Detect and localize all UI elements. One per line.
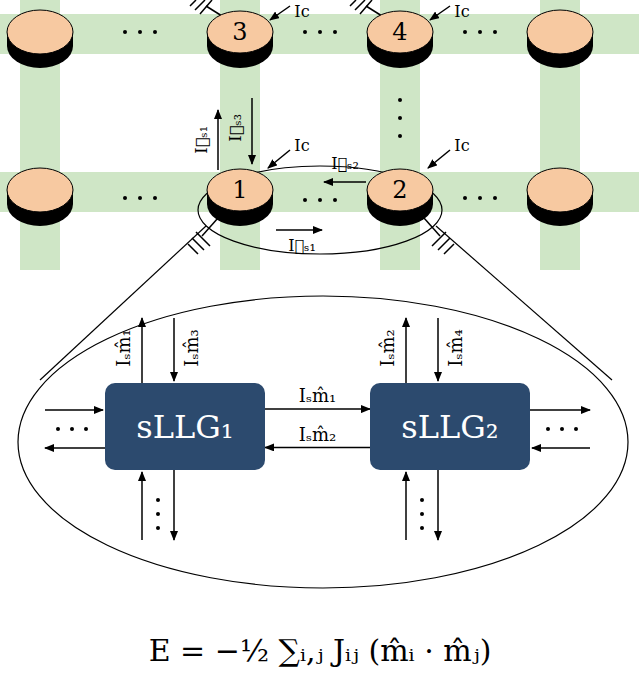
green-band	[0, 0, 639, 270]
sllg-block: sLLG₂	[370, 383, 530, 470]
signal-label: Ic	[294, 137, 309, 155]
connector-label: Iₛm̂₁	[299, 386, 336, 406]
signal-connector	[265, 408, 370, 410]
signal-label: Ic	[454, 3, 469, 21]
signal-label: Iₛm̂₄	[446, 329, 466, 366]
block-label: sLLG₂	[401, 408, 498, 446]
signal-label: Ic	[454, 137, 469, 155]
energy-equation: E = −½ ∑ᵢ,ⱼ Jᵢⱼ (m̂ᵢ · m̂ⱼ)	[149, 634, 492, 667]
node-number: 4	[366, 10, 434, 54]
magnet	[527, 168, 593, 226]
block-label: sLLG₁	[136, 408, 233, 446]
magnet	[527, 10, 593, 68]
ellipsis-dots	[123, 30, 497, 202]
signal-label: I⃗ₛ₁	[193, 126, 211, 154]
connector-label: Iₛm̂₂	[299, 425, 336, 445]
magnet-cylinder: 1	[206, 168, 274, 228]
magnet-cylinder: 3	[206, 10, 274, 70]
magnet	[7, 168, 73, 226]
zoom-outline	[18, 166, 628, 588]
sllg-block: sLLG₁	[105, 383, 265, 470]
magnet	[7, 10, 73, 68]
magnet-cylinder: 2	[366, 168, 434, 228]
signal-arrow	[45, 318, 590, 540]
signal-label: I⃗ₛ₁	[288, 237, 316, 255]
ground-symbol	[188, 0, 454, 254]
signal-label: I⃗ₛ₃	[227, 114, 245, 142]
signal-label: Iₛm̂₁	[114, 329, 134, 366]
node-number: 2	[366, 168, 434, 212]
node-number: 3	[206, 10, 274, 54]
signal-label: I⃗ₛ₂	[331, 155, 359, 173]
node-number: 1	[206, 168, 274, 212]
signal-label: Iₛm̂₂	[378, 329, 398, 366]
signal-label: Iₛm̂₃	[182, 329, 202, 366]
signal-connector	[265, 447, 370, 449]
signal-label: Ic	[294, 3, 309, 21]
magnet-cylinder: 4	[366, 10, 434, 70]
